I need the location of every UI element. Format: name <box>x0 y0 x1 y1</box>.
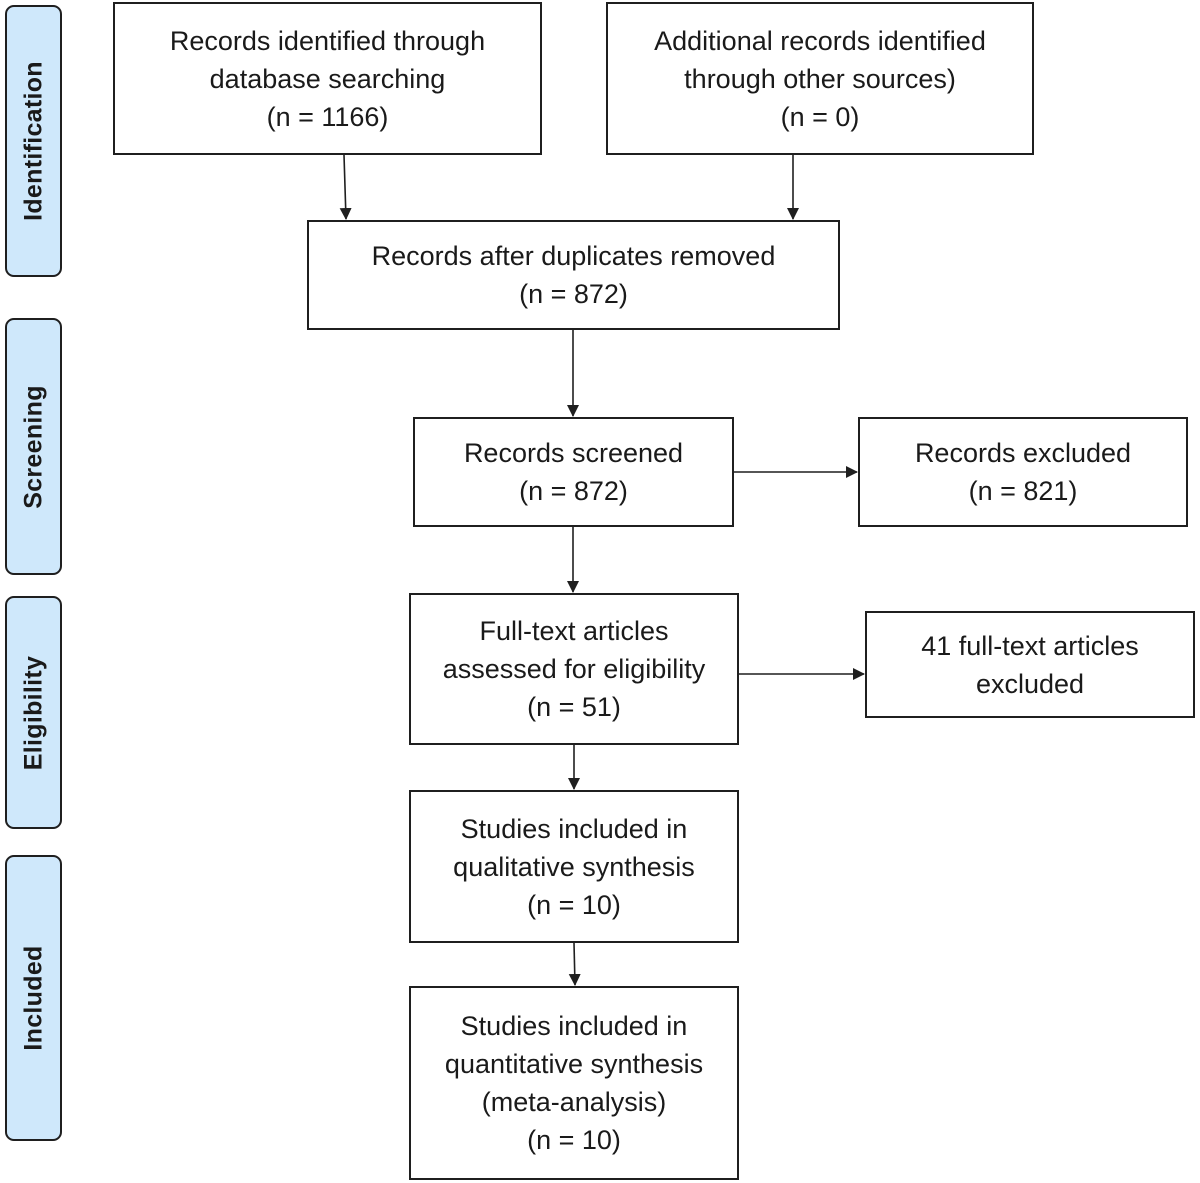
box-full-text-assessed-count: (n = 51) <box>527 692 621 722</box>
box-database-records-line2: database searching <box>209 63 446 94</box>
box-full-text-assessed: Full-text articles assessed for eligibil… <box>409 593 739 745</box>
box-records-screened-line1: Records screened <box>463 438 684 468</box>
stage-label-eligibility: Eligibility <box>19 655 47 770</box>
box-qualitative-line1: Studies included in <box>460 813 688 844</box>
box-quantitative-synthesis: Studies included in quantitative synthes… <box>409 986 739 1180</box>
box-additional-records-line2: through other sources) <box>684 63 956 94</box>
stage-tab-eligibility: Eligibility <box>5 596 62 829</box>
box-additional-records-count: (n = 0) <box>780 101 860 132</box>
box-qualitative-line2: qualitative synthesis <box>453 851 695 882</box>
box-quantitative-line2: quantitative synthesis <box>444 1049 704 1079</box>
stage-label-identification: Identification <box>19 61 47 221</box>
box-full-text-assessed-line1: Full-text articles <box>479 616 669 646</box>
box-after-duplicates-line1: Records after duplicates removed <box>371 241 776 271</box>
box-records-screened-count: (n = 872) <box>519 476 628 506</box>
stage-tab-identification: Identification <box>5 5 62 277</box>
box-additional-records: Additional records identified through ot… <box>606 2 1034 155</box>
box-full-text-excluded: 41 full-text articles excluded <box>865 611 1195 718</box>
box-records-excluded-line1: Records excluded <box>914 438 1132 468</box>
box-quantitative-line3: (meta-analysis) <box>481 1087 667 1117</box>
stage-label-included: Included <box>19 945 47 1051</box>
arrow-qualitative-to-quantitative <box>568 942 581 986</box>
stage-tab-screening: Screening <box>5 318 62 575</box>
box-qualitative-count: (n = 10) <box>527 889 621 920</box>
box-full-text-excluded-line2: excluded <box>975 668 1085 699</box>
box-database-records-line1: Records identified through <box>169 25 486 56</box>
box-full-text-assessed-line2: assessed for eligibility <box>442 654 706 684</box>
box-additional-records-line1: Additional records identified <box>654 25 986 56</box>
box-full-text-excluded-line1: 41 full-text articles <box>921 630 1139 661</box>
box-database-records: Records identified through database sear… <box>113 2 542 155</box>
arrow-database-to-duplicates <box>339 154 352 220</box>
box-after-duplicates-count: (n = 872) <box>519 279 628 309</box>
box-records-excluded-count: (n = 821) <box>968 476 1078 506</box>
box-database-records-count: (n = 1166) <box>266 101 389 132</box>
box-after-duplicates: Records after duplicates removed (n = 87… <box>307 220 840 330</box>
box-records-screened: Records screened (n = 872) <box>413 417 734 527</box>
stage-tab-included: Included <box>5 855 62 1141</box>
stage-label-screening: Screening <box>19 384 47 509</box>
box-quantitative-count: (n = 10) <box>527 1125 621 1155</box>
box-qualitative-synthesis: Studies included in qualitative synthesi… <box>409 790 739 943</box>
box-records-excluded: Records excluded (n = 821) <box>858 417 1188 527</box>
box-quantitative-line1: Studies included in <box>460 1011 688 1041</box>
